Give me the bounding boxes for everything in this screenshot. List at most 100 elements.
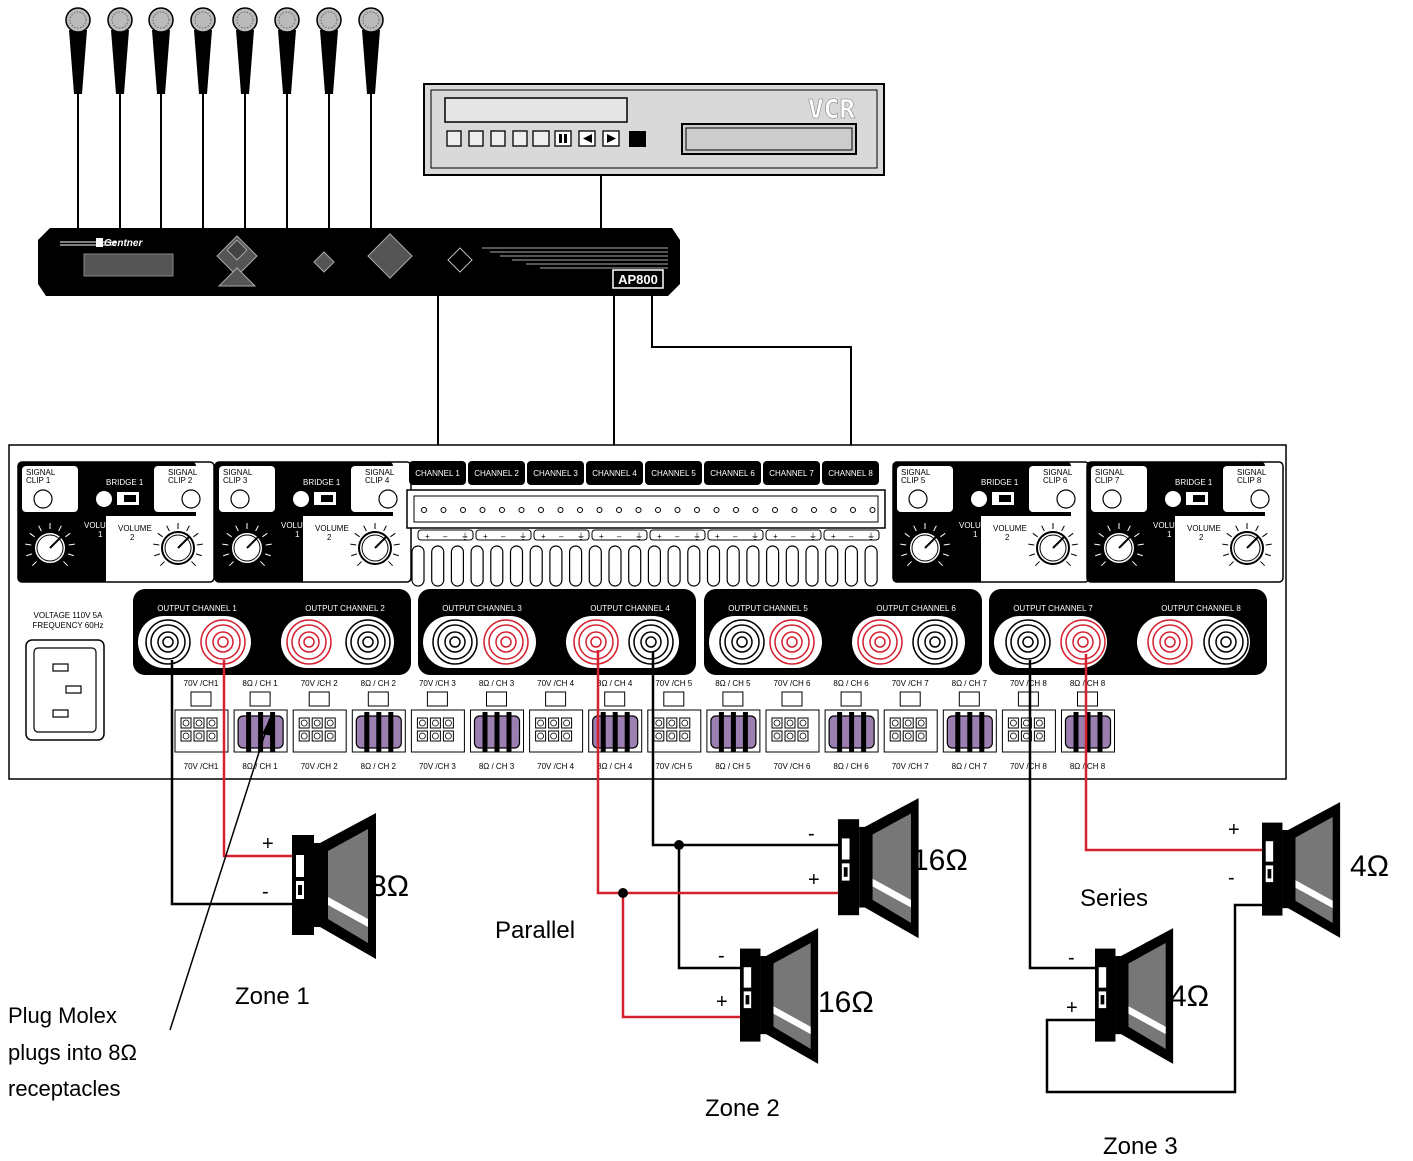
note-line-1: Plug Molex [8,1003,117,1028]
volume-label: 1 [98,530,103,539]
molex-label-bottom: 8Ω / CH 2 [361,762,397,771]
input-channel-tab [527,461,584,485]
microphone-icon [190,7,216,228]
mixer-nav-pad-left[interactable] [216,235,258,287]
heatsink-slot [706,545,721,587]
positive-binding-post[interactable] [1147,619,1193,665]
negative-binding-post[interactable] [1005,619,1051,665]
minus-terminal-label: - [262,881,269,903]
mixer-display [83,253,174,277]
positive-binding-post[interactable] [1060,619,1106,665]
frequency-label: FREQUENCY 60Hz [33,621,104,630]
volume-label: 2 [327,533,332,542]
bridge-led [293,491,309,507]
volume-label: VOLUME [1153,521,1187,530]
mixer-nav-pad-right[interactable] [367,233,413,279]
molex-label-bottom: 8Ω / CH 8 [1070,762,1106,771]
negative-binding-post[interactable] [628,619,674,665]
terminal-symbol: – [443,532,448,541]
negative-binding-post[interactable] [1203,619,1249,665]
positive-binding-post[interactable] [857,619,903,665]
negative-binding-post[interactable] [719,619,765,665]
bridge-label: BRIDGE 1 [106,478,144,487]
speaker-icon [1095,928,1174,1064]
terminal-screw [557,507,564,513]
terminal-symbol: ⏚ [577,532,585,541]
molex-label-top: 70V /CH 7 [892,679,929,688]
terminal-symbol: ⏚ [751,532,759,541]
terminal-screw [674,507,681,513]
note-line-2: plugs into 8Ω [8,1040,137,1065]
microphone-icon [65,7,91,228]
negative-binding-post[interactable] [432,619,478,665]
model-label: AP800 [618,272,658,287]
vcr-button[interactable] [490,130,506,147]
terminal-symbol: – [559,532,564,541]
molex-label-top: 70V /CH 8 [1010,679,1047,688]
volume-label: VOLUME [959,521,993,530]
speaker-icon [838,798,919,939]
heatsink-slot [864,545,878,587]
positive-binding-post[interactable] [573,619,619,665]
terminal-screw [577,507,583,513]
heatsink-slot [450,545,464,587]
bridge-led [96,491,112,507]
output-channel-label: OUTPUT CHANNEL 6 [876,604,956,613]
terminal-symbol: ⏚ [635,532,643,541]
vcr-button[interactable] [532,130,550,147]
signal-clip-led [908,489,928,509]
signal-clip-label: SIGNAL [365,468,395,477]
terminal-symbol: + [483,532,488,541]
series-label: Series [1080,885,1148,912]
vcr-button[interactable] [446,130,462,147]
molex-label-top: 8Ω / CH 8 [1070,679,1106,688]
heatsink-slot [805,545,819,587]
vcr-button[interactable] [512,130,528,147]
positive-binding-post[interactable] [483,619,529,665]
mixer-select-button[interactable] [313,251,335,273]
signal-clip-led [378,489,398,509]
terminal-screw [752,507,759,513]
plus-terminal-label: + [1228,819,1240,841]
molex-label-bottom: 8Ω / CH 3 [479,762,515,771]
ap800-mixer: Gentner AP800 [38,228,680,296]
negative-binding-post[interactable] [145,619,191,665]
plus-terminal-label: + [1066,997,1078,1019]
molex-label-bottom: 8Ω / CH 1 [242,762,278,771]
input-channel-label: CHANNEL 3 [533,469,578,478]
volume-label: 2 [1005,533,1010,542]
signal-clip-label: SIGNAL [223,468,253,477]
input-channel-label: CHANNEL 2 [474,469,519,478]
heatsink-slot [785,545,799,587]
terminal-screw [869,507,876,513]
stop-button[interactable] [629,131,646,147]
bridge-label: BRIDGE 1 [981,478,1019,487]
molex-label-bottom: 8Ω / CH 5 [715,762,751,771]
terminal-symbol: ⏚ [519,532,527,541]
power-inlet[interactable] [25,639,105,741]
negative-binding-post[interactable] [912,619,958,665]
terminal-screw [655,507,661,513]
molex-label-top: 8Ω / CH 6 [833,679,869,688]
pause-button[interactable] [554,130,572,147]
terminal-screw [479,507,486,513]
signal-clip-label: CLIP 8 [1237,476,1262,485]
signal-clip-led [1250,489,1270,509]
terminal-symbol: + [715,532,720,541]
positive-binding-post[interactable] [769,619,815,665]
positive-binding-post[interactable] [200,619,246,665]
output-channel-label: OUTPUT CHANNEL 7 [1013,604,1093,613]
microphone-icon [107,7,133,228]
terminal-screw [518,507,525,513]
mixer-small-button[interactable] [447,247,473,273]
positive-binding-post[interactable] [286,619,332,665]
vcr-button[interactable] [468,130,484,147]
plus-terminal-label: + [808,869,820,891]
heatsink-slot [549,545,563,587]
signal-clip-label: CLIP 3 [223,476,248,485]
negative-binding-post[interactable] [345,619,391,665]
speakers: 8Ω+-16Ω+-16Ω+-4Ω+-4Ω+- [262,798,1389,1064]
